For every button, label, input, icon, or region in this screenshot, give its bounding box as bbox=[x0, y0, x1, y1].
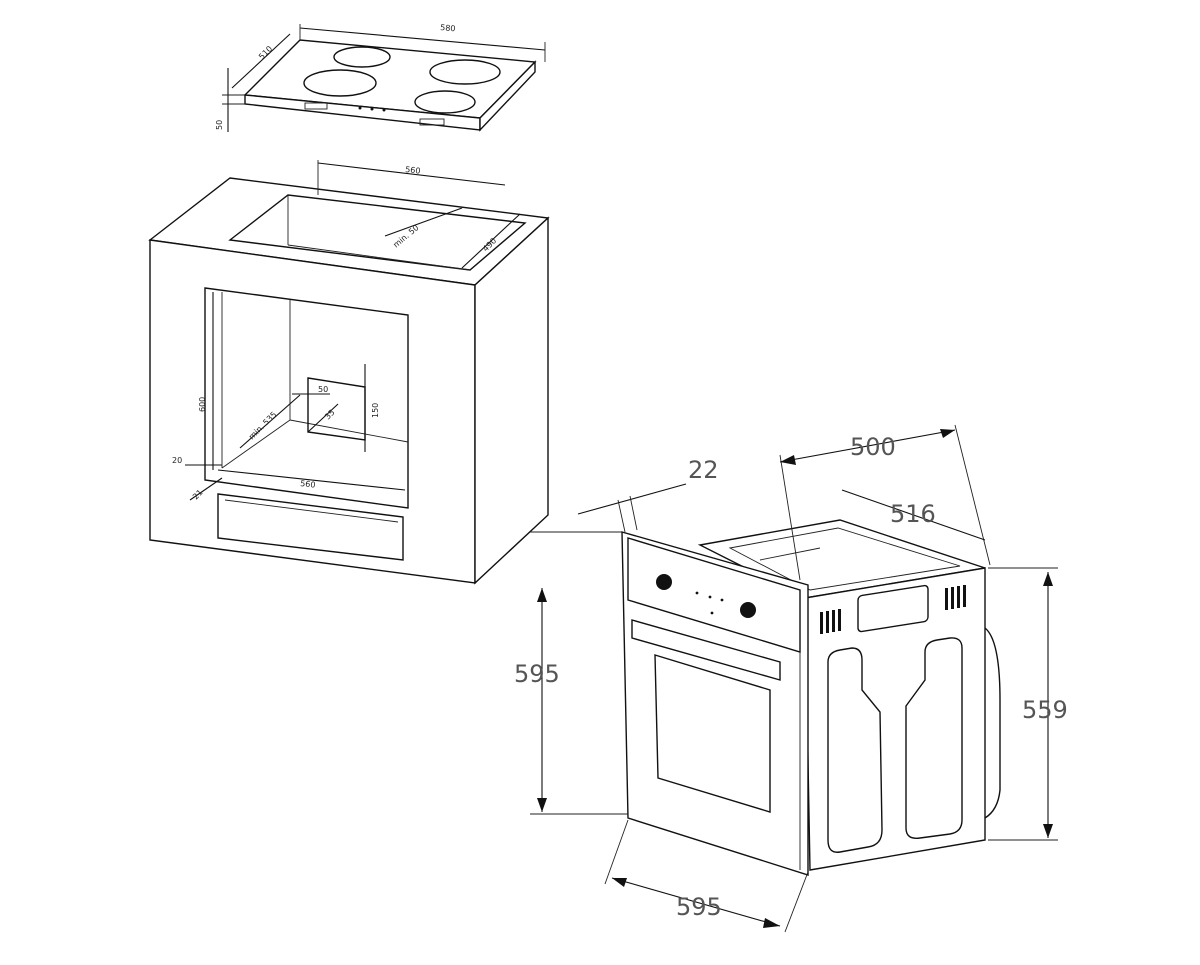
cabinet-drawing: 560 min. 50 490 600 min. 535 50 35 150 5… bbox=[148, 160, 550, 585]
cabinet-gap20-label: 20 bbox=[172, 456, 182, 465]
hob-side-edge bbox=[479, 60, 536, 132]
cabinet-vent-offset-dim-line bbox=[307, 403, 339, 433]
hob-burner-front-right bbox=[414, 90, 476, 114]
hob-control-dot bbox=[358, 106, 362, 110]
oven-front-width-label: 595 bbox=[676, 893, 722, 921]
oven-body-depth-total-dim-line bbox=[841, 489, 986, 541]
oven-top-panel bbox=[728, 527, 961, 591]
oven-body-depth-total-label: 516 bbox=[890, 500, 936, 528]
oven-side-handle bbox=[857, 584, 929, 633]
cabinet-bottom-width-dim-line bbox=[217, 469, 406, 491]
oven-drawing: 22 500 516 595 559 595 bbox=[514, 424, 1068, 933]
hob-control-block-right bbox=[419, 118, 445, 126]
oven-body-depth-dim-line bbox=[779, 429, 956, 463]
cabinet-hob-cutout bbox=[228, 194, 527, 271]
oven-body-depth-label: 500 bbox=[850, 433, 896, 461]
hob-burner-back-left bbox=[333, 46, 391, 68]
oven-panel-thickness-label: 22 bbox=[688, 456, 719, 484]
cabinet-vent-height-label: 150 bbox=[371, 403, 380, 418]
cabinet-bottom-width-label: 560 bbox=[300, 479, 316, 490]
cabinet-drawer bbox=[217, 493, 404, 561]
oven-vent-right bbox=[945, 585, 966, 610]
oven-control-knob-right bbox=[740, 602, 756, 618]
cabinet-height-label: 600 bbox=[198, 397, 207, 412]
oven-front-width-dim-line bbox=[611, 877, 781, 927]
cabinet-top-depth-dim-line bbox=[461, 213, 521, 269]
cabinet-oven-opening bbox=[204, 287, 409, 509]
oven-side-cutout-left bbox=[827, 647, 883, 853]
hob-width-label: 580 bbox=[440, 23, 456, 33]
cabinet-gap21-dim-line bbox=[189, 477, 223, 501]
cabinet-top-min-dim-line bbox=[384, 207, 463, 237]
hob-depth-dim-line bbox=[231, 33, 291, 89]
hob-width-dim-line bbox=[299, 27, 546, 51]
hob-control-dot bbox=[382, 108, 386, 112]
hob-drawing: 580 510 50 bbox=[215, 23, 546, 132]
oven-side-cutout-right bbox=[905, 637, 963, 839]
cabinet-top-width-dim-line bbox=[317, 162, 506, 186]
hob-burner-front-left bbox=[303, 69, 377, 97]
oven-door-handle bbox=[631, 619, 781, 681]
oven-control-knob-left bbox=[656, 574, 672, 590]
oven-front-height-label: 595 bbox=[514, 660, 560, 688]
cabinet-side-face bbox=[474, 216, 549, 585]
oven-vent-left bbox=[820, 609, 841, 634]
oven-door-window bbox=[654, 654, 771, 813]
hob-burner-back-right bbox=[429, 59, 501, 85]
cabinet-min-depth-dim-line bbox=[239, 394, 301, 449]
cabinet-vent-width-label: 50 bbox=[318, 385, 328, 394]
oven-body-height-label: 559 bbox=[1022, 696, 1068, 724]
oven-panel-thickness-dim-line bbox=[577, 483, 687, 515]
hob-height-label: 50 bbox=[215, 120, 224, 130]
cabinet-top-width-label: 560 bbox=[405, 165, 421, 176]
oven-rear-housing bbox=[984, 627, 1001, 819]
hob-control-block-left bbox=[304, 102, 328, 110]
hob-depth-label: 510 bbox=[257, 44, 274, 61]
hob-control-dot bbox=[370, 107, 374, 111]
